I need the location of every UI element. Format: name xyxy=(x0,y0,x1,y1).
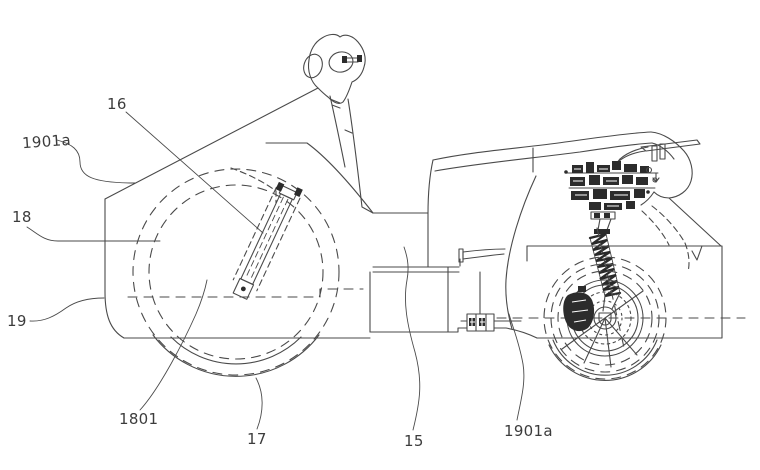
bracket-bolt-cross xyxy=(470,318,485,326)
rack-blade xyxy=(640,139,701,152)
motor-assembly xyxy=(564,161,690,273)
motor-blocks xyxy=(570,161,649,210)
leader-18 xyxy=(26,226,161,242)
brake-caliper xyxy=(563,292,595,332)
column-hatch xyxy=(344,129,353,134)
drive-dashed-curve-b xyxy=(641,210,670,246)
panel-left-edge xyxy=(104,198,125,339)
motor-hatch-slits xyxy=(573,168,628,207)
drive-dashed-curve-c xyxy=(684,242,690,273)
well-top-dashed-step xyxy=(230,167,277,204)
ref-label-1901a-bottom: 1901a xyxy=(504,422,553,440)
well-floor-dashed xyxy=(127,288,364,298)
leader-15 xyxy=(403,246,421,431)
box-outline xyxy=(526,245,723,339)
front-tire-inner-arc xyxy=(552,339,658,376)
tire-outer-arc xyxy=(152,334,320,377)
motor-dot-b xyxy=(646,190,650,194)
rear-fender-front-curve xyxy=(505,175,537,330)
handle-grip-lobe xyxy=(303,53,323,79)
rack-tube-inner xyxy=(619,146,649,160)
rear-wheel-dashed xyxy=(127,167,364,377)
leader-16 xyxy=(125,111,264,234)
panel-slope-edge xyxy=(104,87,319,200)
body-box xyxy=(526,245,723,339)
motor-dot-a xyxy=(564,170,568,174)
leader-1801 xyxy=(139,279,208,411)
reference-labels: 1901a 16 18 19 1801 17 15 1901a xyxy=(7,95,553,450)
spring-top-plate xyxy=(594,229,610,234)
shock-absorber xyxy=(232,181,303,300)
steering-axis-dashed xyxy=(596,227,626,353)
leader-1901a-top xyxy=(56,139,136,184)
column-right-line xyxy=(347,98,374,214)
motor-arrow-mark xyxy=(652,172,660,183)
underbody-bottom-right xyxy=(493,327,538,339)
fender-lip-top xyxy=(462,248,506,253)
spokes xyxy=(561,290,644,368)
fender-lip-notch xyxy=(458,248,464,263)
steering-head xyxy=(303,33,374,214)
fender-arc-inner xyxy=(557,270,653,366)
hub-bolt-ring xyxy=(587,300,623,336)
spring-rail-left xyxy=(589,237,606,297)
ref-label-16: 16 xyxy=(107,95,127,113)
rear-rack xyxy=(614,139,701,166)
front-tire-outer-arc xyxy=(548,344,662,381)
wheel-well-inner-dashed xyxy=(148,184,324,360)
suspension-spring xyxy=(588,218,626,353)
ref-label-1801: 1801 xyxy=(119,410,158,428)
bolt-head-left xyxy=(342,56,347,63)
shock-flank-dash-upper xyxy=(256,197,301,292)
seat-top-edge xyxy=(432,131,652,161)
tire-inner-arc xyxy=(170,336,302,365)
rack-post-a xyxy=(651,145,658,162)
tail-lower-join xyxy=(640,191,655,206)
ref-label-15: 15 xyxy=(404,432,424,450)
ref-label-19: 19 xyxy=(7,312,27,330)
shock-top-bolt-b xyxy=(275,181,285,192)
stem-lines xyxy=(597,218,612,231)
front-body-panel xyxy=(104,87,374,339)
rack-post-b xyxy=(659,143,666,160)
shock-top-bolt-a xyxy=(294,187,303,197)
bolt-head-right xyxy=(357,55,362,62)
wheel-well-outer-dashed xyxy=(132,168,340,376)
head-outline xyxy=(307,33,366,105)
underfloor-bottom xyxy=(369,327,468,333)
shock-clevis-bolt xyxy=(240,286,246,292)
ref-label-18: 18 xyxy=(12,208,32,226)
seat-front-edge xyxy=(427,159,434,215)
shock-body-inner-dashes xyxy=(244,196,289,282)
shock-flank-dash-lower xyxy=(232,186,277,281)
shock-clevis xyxy=(232,277,255,300)
ref-label-1901a-top: 1901a xyxy=(21,131,71,152)
column-left-line xyxy=(329,95,346,168)
seat-seam-line xyxy=(434,142,653,172)
leader-17 xyxy=(255,377,263,430)
leader-19 xyxy=(29,297,105,322)
midsection xyxy=(369,175,538,339)
leader-1901a-bottom xyxy=(508,313,525,421)
head-inner-oval xyxy=(328,51,354,73)
fender-lip-bottom xyxy=(462,253,505,260)
ref-label-17: 17 xyxy=(247,430,267,448)
footpeg-bracket xyxy=(466,313,495,332)
leader-lines xyxy=(26,111,525,431)
caliper-slits xyxy=(571,299,589,323)
motor-bolt-ring-a xyxy=(645,166,653,174)
box-arrow-mark xyxy=(691,245,703,261)
neck-hatch xyxy=(329,98,341,109)
legshield-inner-edge xyxy=(265,142,374,214)
front-wheel xyxy=(496,256,746,381)
bracket-dividers xyxy=(475,313,487,332)
drive-dashed-curve-a xyxy=(651,205,686,244)
motor-mount-bracket xyxy=(590,211,616,220)
caliper-upper-bit xyxy=(578,286,586,292)
tail-to-box-diagonal xyxy=(668,197,722,247)
fork-lower-legs xyxy=(602,292,621,312)
